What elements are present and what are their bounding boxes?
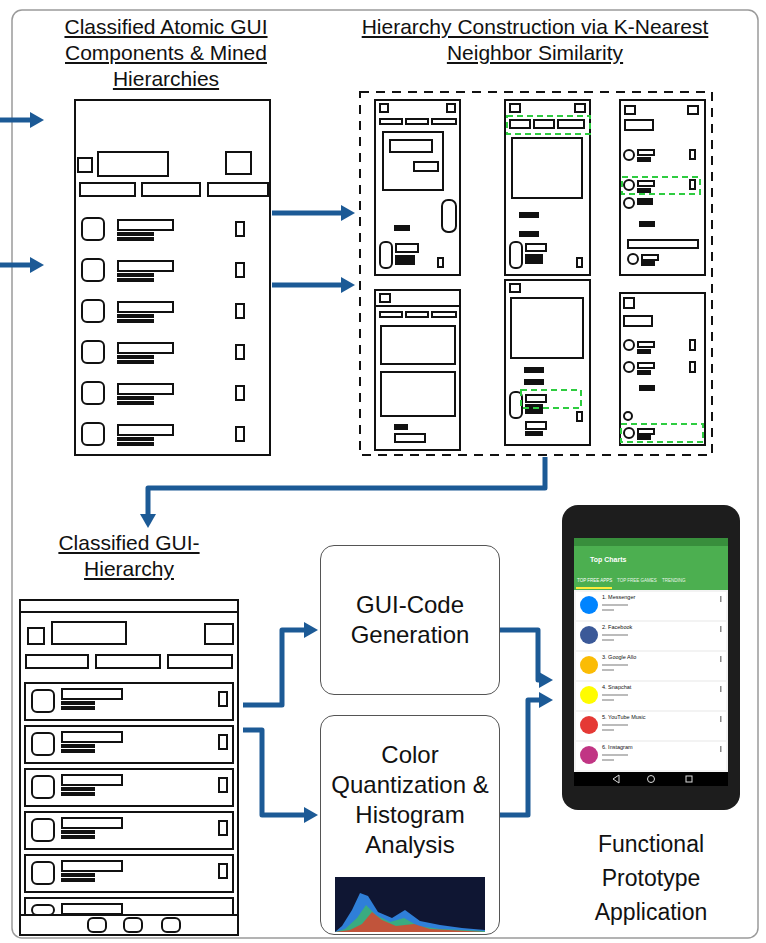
screen-text: 5. YouTube Music (602, 715, 646, 721)
flow-arrow (272, 283, 343, 288)
gui-hierarchy-panel: Classified GUI-Hierarchy (15, 530, 243, 937)
flow-arrow (272, 211, 343, 216)
screen-text: 4. Snapchat (602, 685, 631, 691)
screen-text: Top Charts (590, 556, 626, 563)
process-box: Color Quantization & Histogram Analysis (320, 715, 500, 935)
node-label: Functional Prototype Application (555, 827, 747, 929)
flow-arrow (243, 730, 306, 815)
screen-text: 6. Instagram (602, 745, 633, 751)
knn-hierarchy-panel: Hierarchy Construction via K-Nearest Nei… (357, 14, 713, 457)
screen-text: TOP FREE APPS (577, 579, 612, 584)
screen-text: TOP FREE GAMES (617, 579, 657, 584)
flow-arrow (500, 630, 541, 680)
node-label: GUI-Code Generation (321, 590, 499, 650)
section-heading: Hierarchy Construction via K-Nearest Nei… (357, 14, 713, 66)
screen-text: 2. Facebook (602, 625, 632, 631)
screen-text: 3. Google Allo (602, 655, 636, 661)
flow-arrow (500, 700, 541, 815)
flow-arrow (243, 630, 306, 705)
flow-arrow (148, 457, 545, 516)
section-heading: Classified GUI-Hierarchy (15, 530, 243, 582)
prototype-phone: Functional Prototype Application (555, 505, 747, 935)
mined-components-panel: Classified Atomic GUI Components & Mined… (60, 14, 272, 455)
section-heading: Classified Atomic GUI Components & Mined… (60, 14, 272, 92)
screen-text: TRENDING (662, 579, 686, 584)
node-label: Color Quantization & Histogram Analysis (321, 740, 499, 860)
process-box: GUI-Code Generation (320, 545, 500, 695)
screen-text: 1. Messenger (602, 595, 635, 601)
